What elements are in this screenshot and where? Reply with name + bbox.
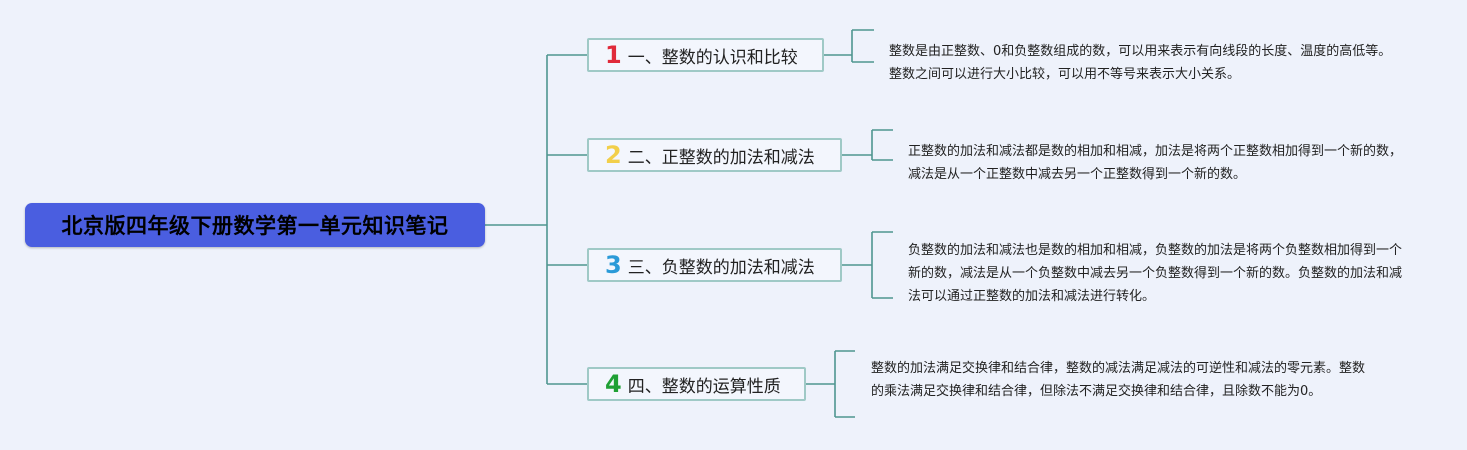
number-2-icon: 2 — [605, 141, 622, 169]
note-4: 整数的加法满足交换律和结合律，整数的减法满足减法的可逆性和减法的零元素。整数的乘… — [871, 361, 1366, 399]
note-1: 整数是由正整数、0和负整数组成的数，可以用来表示有向线段的长度、温度的高低等。整… — [889, 44, 1392, 82]
number-4-icon: 4 — [605, 370, 622, 398]
topic-4-label: 四、整数的运算性质 — [627, 376, 781, 397]
topic-3-label: 三、负整数的加法和减法 — [627, 257, 815, 278]
number-3-icon: 3 — [605, 251, 622, 279]
bracket-3 — [842, 231, 893, 299]
topic-1[interactable]: 1 一、整数的认识和比较 — [587, 38, 824, 72]
note-3: 负整数的加法和减法也是数的相加和相减，负整数的加法是将两个负整数相加得到一个新的… — [908, 243, 1403, 304]
bracket-2 — [842, 129, 893, 161]
topic-4[interactable]: 4 四、整数的运算性质 — [587, 367, 806, 401]
bracket-1 — [824, 29, 874, 63]
topic-1-label: 一、整数的认识和比较 — [627, 47, 798, 68]
note-2: 正整数的加法和减法都是数的相加和相减，加法是将两个正整数相加得到一个新的数，减法… — [908, 144, 1403, 182]
topic-2[interactable]: 2 二、正整数的加法和减法 — [587, 138, 842, 172]
topic-3[interactable]: 3 三、负整数的加法和减法 — [587, 248, 842, 282]
root-node[interactable]: 北京版四年级下册数学第一单元知识笔记 — [25, 203, 485, 247]
root-title: 北京版四年级下册数学第一单元知识笔记 — [61, 214, 449, 238]
topic-2-label: 二、正整数的加法和减法 — [627, 147, 815, 168]
number-1-icon: 1 — [605, 41, 622, 69]
bracket-4 — [806, 350, 855, 418]
